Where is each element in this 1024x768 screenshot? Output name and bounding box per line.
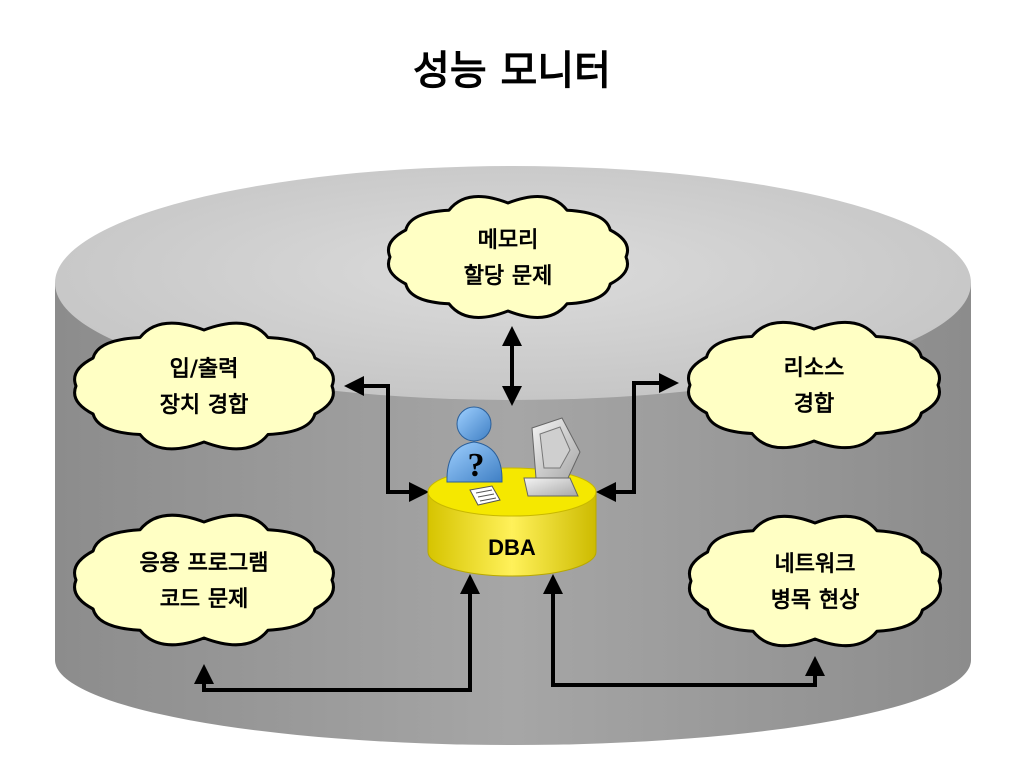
cloud-shape (687, 514, 943, 648)
cloud-shape (73, 321, 335, 451)
dba-label: DBA (488, 535, 536, 560)
cloud-shape (386, 195, 630, 319)
cloud-label: 메모리 (478, 228, 539, 253)
cloud-label: 코드 문제 (160, 587, 249, 612)
cloud-label: 리소스 (784, 356, 845, 381)
cloud-shape (687, 320, 941, 450)
person-icon: ? (446, 406, 503, 484)
arrow-io (344, 376, 429, 502)
page-title: 성능 모니터 (413, 48, 611, 94)
cloud-label: 응용 프로그램 (139, 551, 268, 576)
cloud-shape (73, 513, 335, 647)
arrow-network (543, 574, 825, 687)
cloud-label: 네트워크 (775, 552, 856, 577)
connector-arrows (194, 326, 825, 692)
question-mark: ? (468, 447, 485, 484)
document-icon (469, 485, 501, 506)
cloud-label: 할당 문제 (464, 264, 553, 289)
cloud-label: 입/출력 (170, 357, 239, 382)
cloud-label: 경합 (794, 391, 834, 417)
cloud-label: 장치 경합 (160, 392, 249, 418)
cloud-label: 병목 현상 (771, 588, 860, 613)
arrow-appcode (194, 574, 480, 692)
arrow-resource (596, 373, 679, 502)
computer-icon (523, 417, 581, 497)
